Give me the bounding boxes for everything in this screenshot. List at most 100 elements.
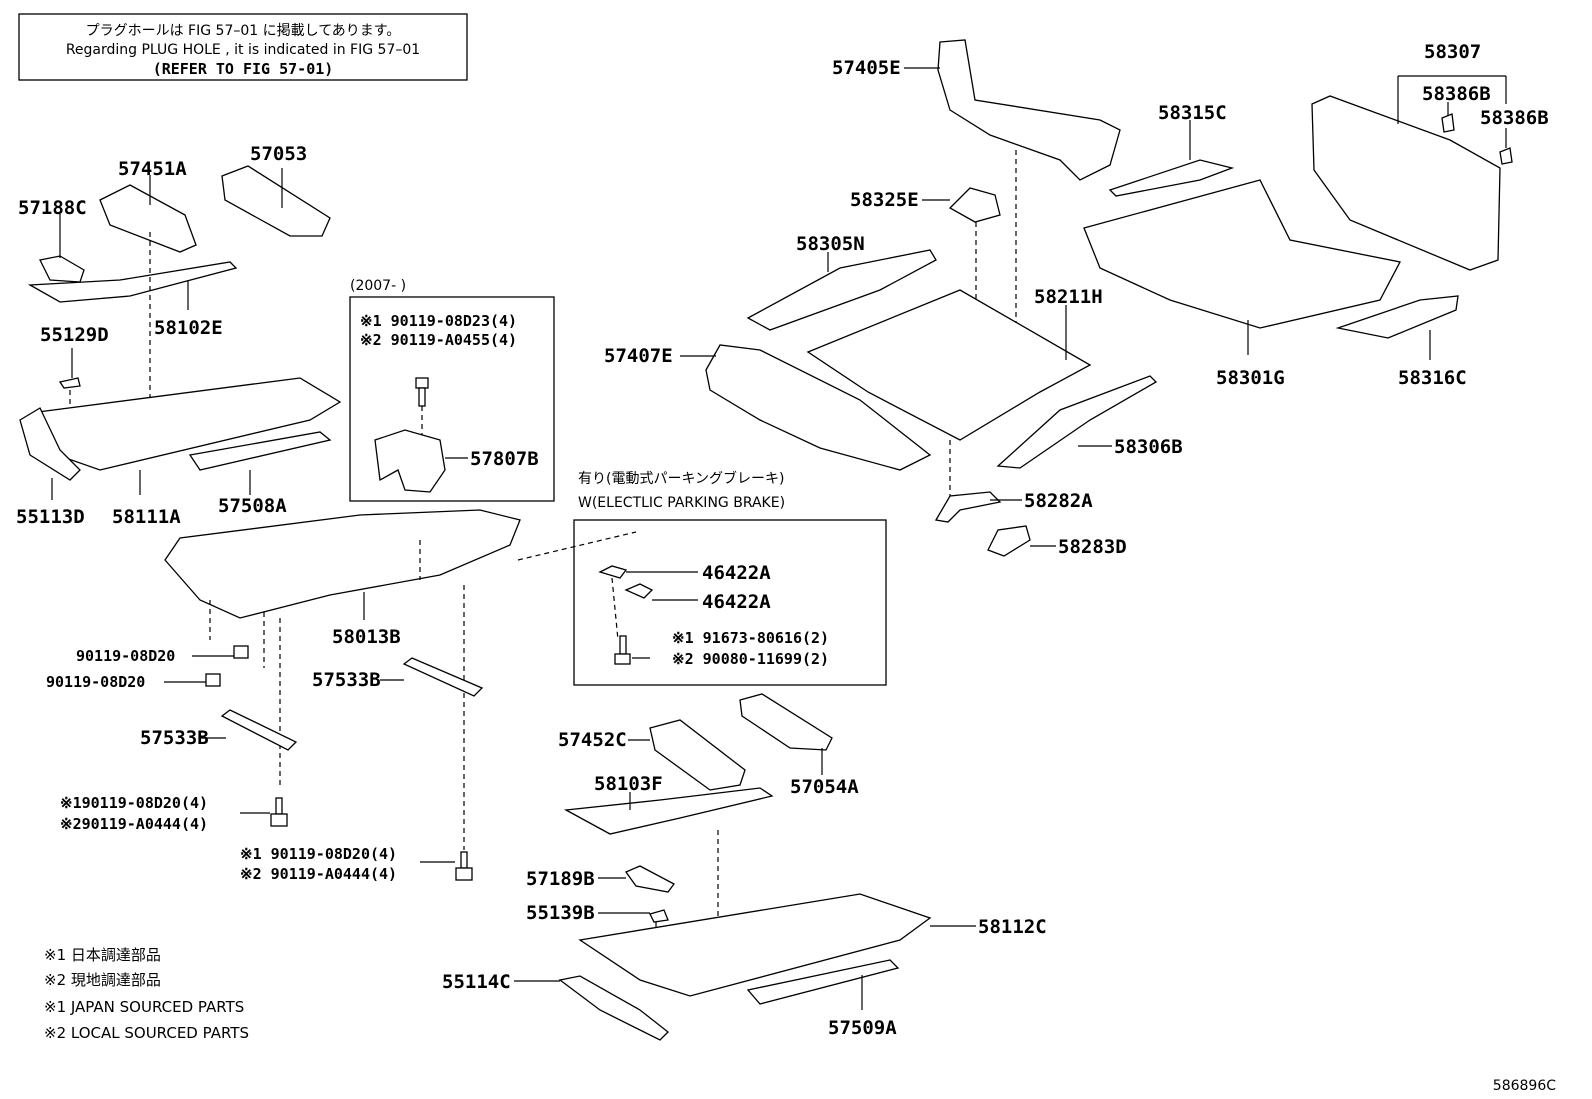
label-58306b: 58306B xyxy=(1114,436,1183,458)
label-58316c: 58316C xyxy=(1398,367,1467,389)
nut-icon xyxy=(598,565,628,579)
label-90119-08d20-b: 90119-08D20 xyxy=(46,673,145,691)
header-note-en: Regarding PLUG HOLE , it is indicated in… xyxy=(66,42,420,58)
bolt-icon xyxy=(270,797,288,827)
part-58283d-shape xyxy=(987,525,1031,557)
legend-jp1: ※1 日本調達部品 xyxy=(44,946,161,964)
rear-floor-cluster: 57405E 58315C 58325E 58305N 58211H 57407… xyxy=(604,39,1549,558)
year-box: (2007- ) ※1 90119-08D23(4) ※2 90119-A045… xyxy=(349,278,555,502)
epb-box-line1: ※1 91673-80616(2) xyxy=(672,629,829,647)
part-57405e-shape xyxy=(937,39,1121,181)
bracket-57807b-shape xyxy=(374,429,446,493)
part-55113d-shape xyxy=(19,407,81,481)
nut-icon xyxy=(624,583,654,599)
part-58315c-shape xyxy=(1108,159,1235,197)
header-note: プラグホールは FIG 57–01 に掲載してあります。 Regarding P… xyxy=(18,13,468,81)
part-57053-shape xyxy=(221,165,331,237)
part-58102e-shape xyxy=(27,261,238,303)
label-58111a: 58111A xyxy=(112,506,181,528)
epb-box: 有り(電動式パーキングブレーキ) W(ELECTLIC PARKING BRAK… xyxy=(517,470,887,686)
epb-box-line2: ※2 90080-11699(2) xyxy=(672,650,829,668)
year-box-line2: ※2 90119-A0455(4) xyxy=(360,331,517,349)
legend-jp2: ※2 現地調達部品 xyxy=(44,971,161,989)
label-57452c: 57452C xyxy=(558,729,627,751)
part-57407e-shape xyxy=(705,344,932,471)
label-58013b: 58013B xyxy=(332,626,401,648)
part-55114c-shape xyxy=(558,975,669,1041)
part-57451a-shape xyxy=(99,184,197,253)
part-58282a-shape xyxy=(934,491,1002,523)
part-55129d-shape xyxy=(58,377,81,389)
legend-en2: ※2 LOCAL SOURCED PARTS xyxy=(44,1024,249,1042)
label-58283d: 58283D xyxy=(1058,536,1127,558)
part-58316c-shape xyxy=(1335,295,1459,339)
part-58307-shape xyxy=(1311,95,1501,271)
header-note-ref: (REFER TO FIG 57-01) xyxy=(153,60,334,78)
label-55113d: 55113D xyxy=(16,506,85,528)
part-58325e-shape xyxy=(948,187,1001,223)
part-58306b-shape xyxy=(996,375,1158,469)
clip-icon xyxy=(1441,113,1455,133)
label-55114c: 55114C xyxy=(442,971,511,993)
label-57407e: 57407E xyxy=(604,345,673,367)
part-57533b-shape xyxy=(402,657,484,697)
clip-icon xyxy=(1499,147,1513,165)
year-box-frame xyxy=(349,296,555,502)
mid-pair-line1: ※1 90119-08D20(4) xyxy=(240,845,397,863)
label-57509a: 57509A xyxy=(828,1017,897,1039)
label-55129d: 55129D xyxy=(40,324,109,346)
bolt-icon xyxy=(614,635,631,665)
label-57533b-a: 57533B xyxy=(312,669,381,691)
label-58386b-b: 58386B xyxy=(1480,107,1549,129)
label-57807b: 57807B xyxy=(470,448,539,470)
part-57508a-shape xyxy=(188,431,332,471)
part-58103f-shape xyxy=(563,787,774,835)
label-57053: 57053 xyxy=(250,143,307,165)
legend-en1: ※1 JAPAN SOURCED PARTS xyxy=(44,998,244,1016)
center-tunnel-cluster: 58013B 90119-08D20 90119-08D20 57533B 57… xyxy=(46,509,521,883)
label-46422a-2: 46422A xyxy=(702,591,771,613)
label-57189b: 57189B xyxy=(526,868,595,890)
year-box-line1: ※1 90119-08D23(4) xyxy=(360,312,517,330)
part-57452c-shape xyxy=(649,719,746,791)
legend: ※1 日本調達部品 ※2 現地調達部品 ※1 JAPAN SOURCED PAR… xyxy=(44,946,249,1042)
year-box-title: (2007- ) xyxy=(350,278,406,294)
label-58325e: 58325E xyxy=(850,189,919,211)
bolt-icon xyxy=(205,673,221,687)
bolt-icon xyxy=(233,645,249,659)
part-57188c-shape xyxy=(39,255,85,283)
label-58112c: 58112C xyxy=(978,916,1047,938)
epb-box-title-jp: 有り(電動式パーキングブレーキ) xyxy=(578,470,785,487)
part-58013b-shape xyxy=(164,509,521,619)
label-46422a-1: 46422A xyxy=(702,562,771,584)
part-57533b-shape xyxy=(220,709,298,751)
part-58305n-shape xyxy=(746,249,937,331)
part-57189b-shape xyxy=(625,865,675,893)
bolt-icon xyxy=(415,377,429,407)
figure-id: 586896C xyxy=(1493,1078,1556,1094)
epb-box-title-en: W(ELECTLIC PARKING BRAKE) xyxy=(578,495,785,511)
label-57451a: 57451A xyxy=(118,158,187,180)
label-58301g: 58301G xyxy=(1216,367,1285,389)
part-58211h-shape xyxy=(806,289,1092,441)
label-58305n: 58305N xyxy=(796,233,865,255)
bolt-icon xyxy=(455,851,473,881)
part-55139b-shape xyxy=(649,909,669,923)
label-57188c: 57188C xyxy=(18,197,87,219)
mid-pair-line2: ※2 90119-A0444(4) xyxy=(240,865,397,883)
part-58112c-shape xyxy=(578,893,932,997)
label-58307: 58307 xyxy=(1424,41,1481,63)
part-57509a-shape xyxy=(746,959,900,1005)
header-note-frame xyxy=(18,13,468,81)
label-57405e: 57405E xyxy=(832,57,901,79)
part-58301g-shape xyxy=(1083,179,1401,329)
front-floor-right-cluster: 57452C 57054A 58103F 57189B 55139B 58112… xyxy=(442,693,1047,1041)
epb-box-frame xyxy=(573,519,887,686)
front-floor-left-cluster: 57451A 57053 57188C 58102E 55129D 58111A… xyxy=(16,143,342,528)
label-58211h: 58211H xyxy=(1034,286,1103,308)
left-pair-line2: ※290119-A0444(4) xyxy=(60,815,208,833)
label-90119-08d20-a: 90119-08D20 xyxy=(76,647,175,665)
part-57054a-shape xyxy=(739,693,833,751)
label-58282a: 58282A xyxy=(1024,490,1093,512)
